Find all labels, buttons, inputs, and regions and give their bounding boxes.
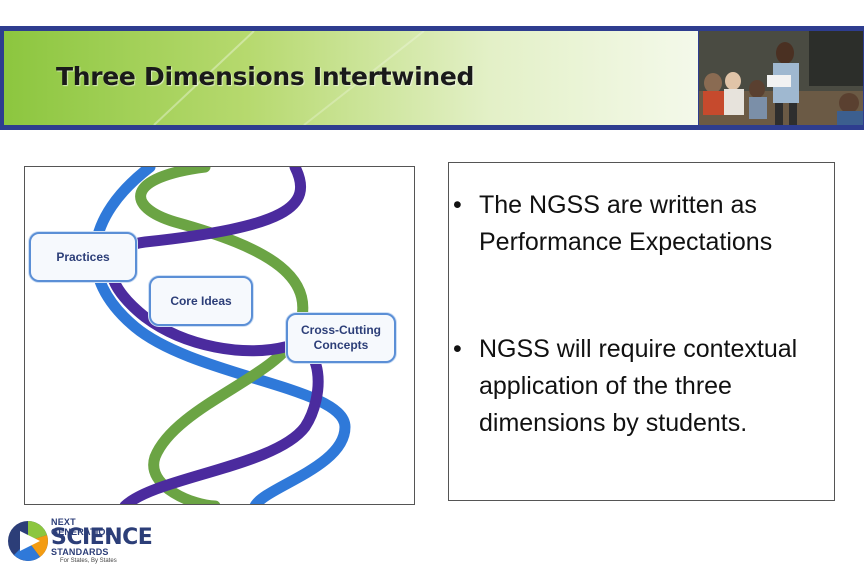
bullet-item: • NGSS will require contextual applicatio… [453,331,831,442]
page-title: Three Dimensions Intertwined [56,62,475,91]
bullet-item: • The NGSS are written as Performance Exp… [453,187,831,261]
bullet-dot-icon: • [453,335,462,363]
bullet-text: NGSS will require contextual application… [479,335,798,437]
helix-strand-purple [105,167,324,504]
classroom-photo [699,31,863,125]
ngss-logo: NEXT GENERATION SCIENCE STANDARDS For St… [6,514,153,570]
bullet-text: The NGSS are written as Performance Expe… [479,191,773,256]
cross-cutting-concepts-label: Cross-Cutting Concepts [286,313,396,363]
logo-text-next-generation: NEXT GENERATION [51,517,113,537]
logo-text-standards: STANDARDS [51,547,109,557]
bullet-dot-icon: • [453,191,462,219]
bullet-text-box: • The NGSS are written as Performance Exp… [448,162,835,501]
logo-tagline: For States, By States [60,558,117,564]
core-ideas-label: Core Ideas [149,276,253,326]
header-decor-lines [153,31,425,125]
ngss-logo-icon [8,521,48,561]
practices-label: Practices [29,232,137,282]
logo-text-science: SCIENCE [51,525,153,550]
header-green-panel [4,31,698,125]
dimensions-helix-diagram: Practices Core Ideas Cross-Cutting Conce… [24,166,415,505]
